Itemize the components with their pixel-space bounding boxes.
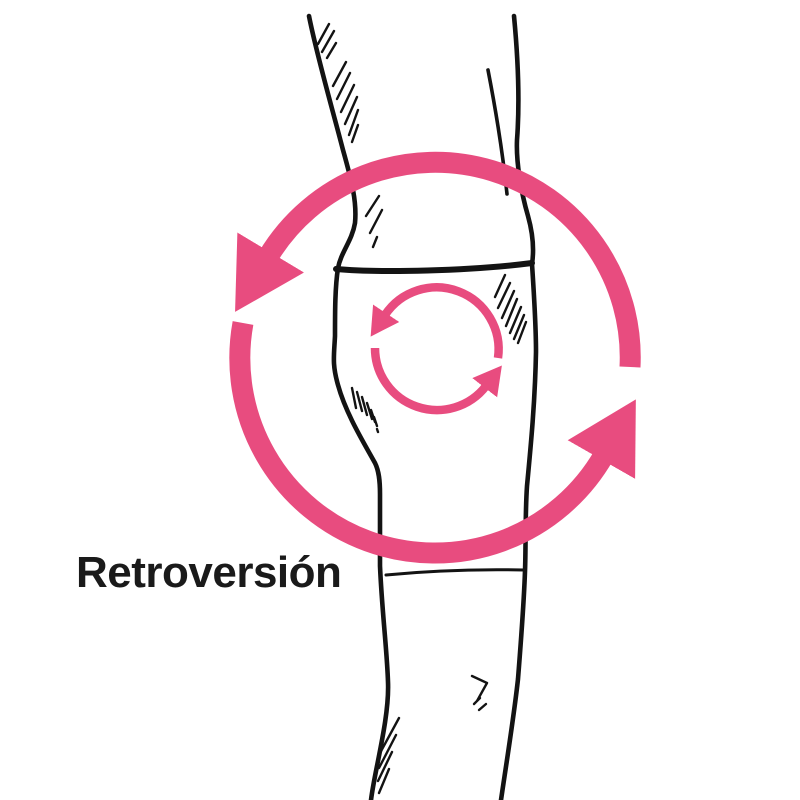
knee-hatching bbox=[376, 716, 401, 795]
outer-arrow-top-arc bbox=[234, 151, 641, 368]
shorts-hem-line bbox=[384, 568, 526, 577]
hip-hatching bbox=[493, 273, 528, 345]
lumbar-hatching bbox=[364, 194, 384, 249]
outer-arrow-bottom-arc bbox=[229, 321, 636, 564]
inner-rotation-arrow-icon bbox=[370, 283, 503, 415]
exercise-label: Retroversión bbox=[76, 548, 342, 597]
glute-hatching bbox=[350, 386, 380, 434]
knee-crease-mark bbox=[470, 674, 489, 712]
inner-arrow-top-arc bbox=[370, 283, 503, 359]
waistband-line bbox=[333, 260, 535, 274]
outer-rotation-arrow-icon bbox=[229, 151, 641, 564]
body-outline bbox=[306, 13, 539, 800]
torso-front-line bbox=[498, 13, 539, 800]
inner-arrow-bottom-arc bbox=[370, 347, 502, 415]
back-hatching bbox=[316, 22, 360, 144]
